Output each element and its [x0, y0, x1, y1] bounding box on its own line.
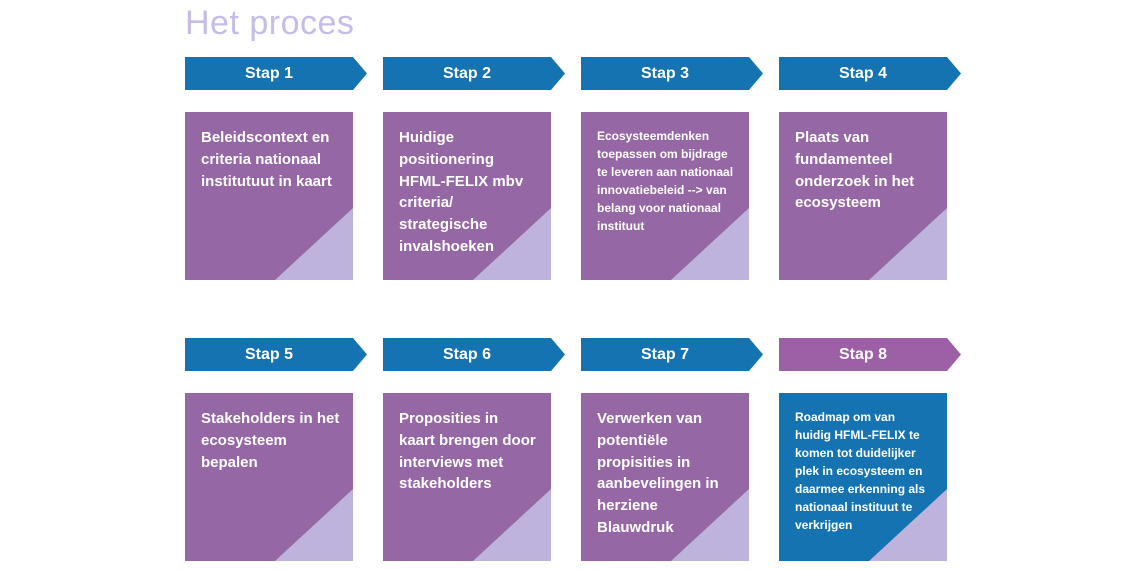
arrow-row-1: Stap 1 Stap 2 Stap 3 Stap 4	[185, 57, 947, 90]
step-arrow-6: Stap 6	[383, 338, 551, 371]
step-arrow-label: Stap 7	[640, 345, 689, 363]
step-arrow-8: Stap 8	[779, 338, 947, 371]
chevron-arrow-shape	[779, 57, 961, 90]
step-box-text: Verwerken van potentiële propisities in …	[597, 410, 719, 536]
corner-triangle	[275, 489, 353, 561]
step-arrow-label: Stap 3	[640, 64, 689, 82]
step-box-6: Proposities in kaart brengen door interv…	[383, 393, 551, 561]
chevron-arrow-shape	[383, 57, 565, 90]
step-box-text: Roadmap om van huidig HFML-FELIX te kome…	[795, 410, 926, 532]
step-arrow-label: Stap 4	[838, 64, 887, 82]
step-box-text: Beleidscontext en criteria nationaal ins…	[201, 129, 332, 190]
step-arrow-1: Stap 1	[185, 57, 353, 90]
step-arrow-7: Stap 7	[581, 338, 749, 371]
step-box-text: Proposities in kaart brengen door interv…	[399, 410, 536, 493]
step-box-7: Verwerken van potentiële propisities in …	[581, 393, 749, 561]
step-box-5: Stakeholders in het ecosysteem bepalen	[185, 393, 353, 561]
step-box-1: Beleidscontext en criteria nationaal ins…	[185, 112, 353, 280]
chevron-arrow-shape	[779, 338, 961, 371]
step-arrow-2: Stap 2	[383, 57, 551, 90]
page-title: Het proces	[185, 4, 355, 42]
corner-triangle	[275, 208, 353, 280]
chevron-arrow-shape	[383, 338, 565, 371]
step-arrow-label: Stap 5	[244, 345, 293, 363]
chevron-arrow-shape	[581, 57, 763, 90]
step-box-4: Plaats van fundamenteel onderzoek in het…	[779, 112, 947, 280]
corner-triangle	[473, 489, 551, 561]
step-box-text: Stakeholders in het ecosysteem bepalen	[201, 410, 340, 471]
step-box-3: Ecosysteemdenken toepassen om bijdrage t…	[581, 112, 749, 280]
step-arrow-5: Stap 5	[185, 338, 353, 371]
step-arrow-3: Stap 3	[581, 57, 749, 90]
step-arrow-label: Stap 6	[442, 345, 491, 363]
step-box-8: Roadmap om van huidig HFML-FELIX te kome…	[779, 393, 947, 561]
corner-triangle	[869, 208, 947, 280]
chevron-arrow-shape	[185, 57, 367, 90]
chevron-arrow-shape	[185, 338, 367, 371]
step-arrow-4: Stap 4	[779, 57, 947, 90]
box-row-1: Beleidscontext en criteria nationaal ins…	[185, 112, 947, 280]
step-box-text: Ecosysteemdenken toepassen om bijdrage t…	[597, 129, 734, 233]
step-box-text: Plaats van fundamenteel onderzoek in het…	[795, 129, 915, 212]
arrow-row-2: Stap 5 Stap 6 Stap 7 Stap 8	[185, 338, 947, 371]
step-box-2: Huidige positionering HFML-FELIX mbv cri…	[383, 112, 551, 280]
box-row-2: Stakeholders in het ecosysteem bepalen P…	[185, 393, 947, 561]
step-box-text: Huidige positionering HFML-FELIX mbv cri…	[399, 129, 524, 255]
step-arrow-label: Stap 2	[442, 64, 491, 82]
step-arrow-label: Stap 1	[244, 64, 293, 82]
step-arrow-label: Stap 8	[838, 345, 887, 363]
chevron-arrow-shape	[581, 338, 763, 371]
